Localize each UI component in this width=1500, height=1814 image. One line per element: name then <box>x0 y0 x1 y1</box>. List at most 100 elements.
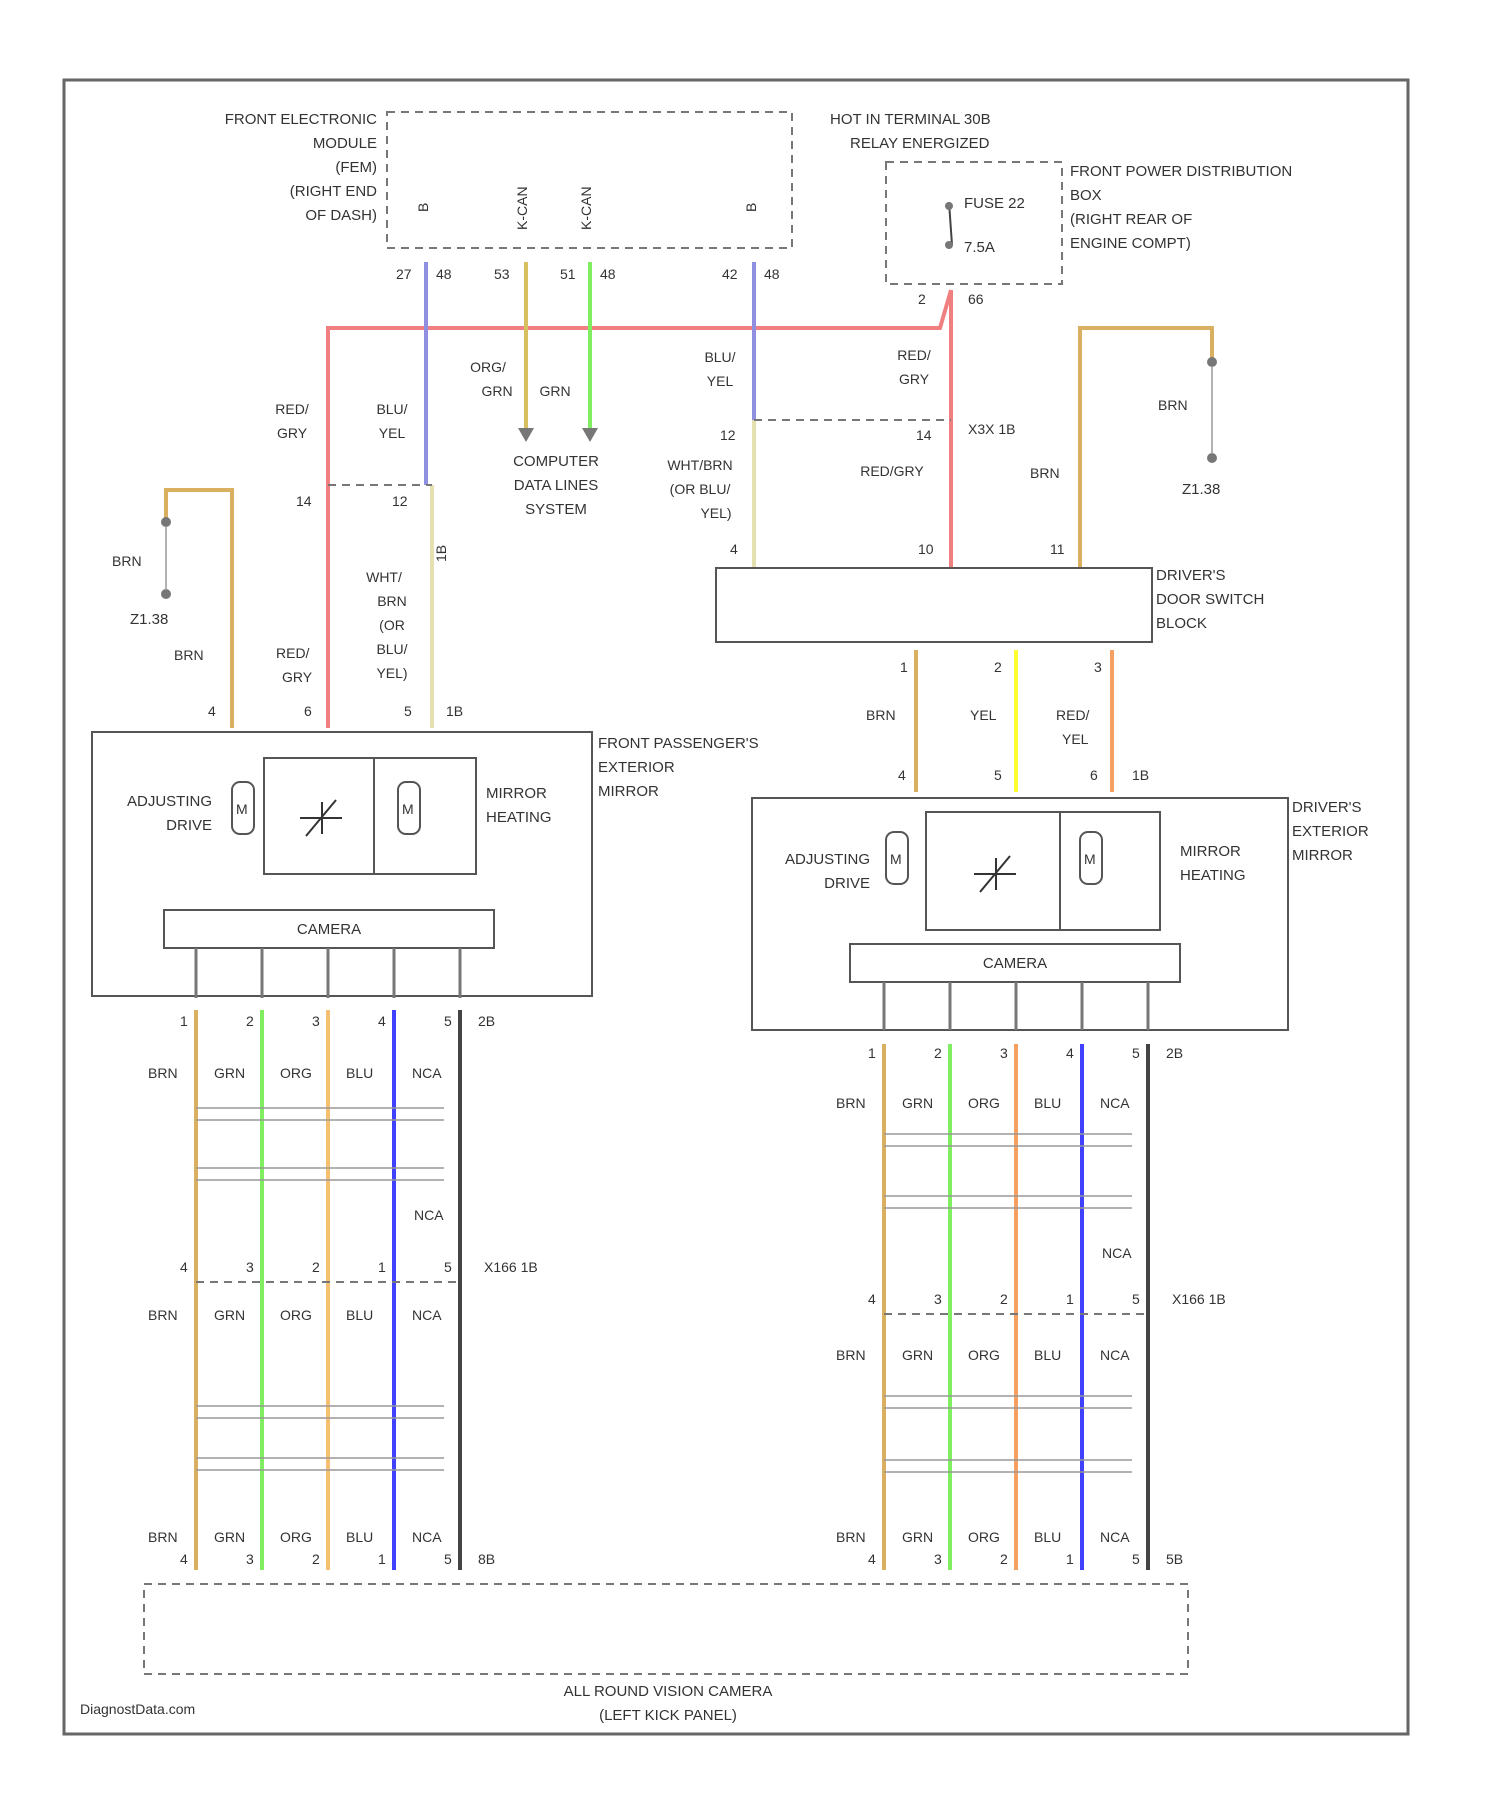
all-round-label-2: (LEFT KICK PANEL) <box>599 1707 737 1724</box>
pass-camera-wires <box>196 1010 460 1570</box>
door-out-1: 1 <box>900 659 908 675</box>
pass-mirror-label-1: FRONT PASSENGER'S <box>598 735 759 752</box>
fuse-pin-66: 66 <box>968 291 984 307</box>
drv-mirror-label-2: EXTERIOR <box>1292 823 1369 840</box>
fem-pin-42: 42 <box>722 266 738 282</box>
right-cam-pin-3: 3 <box>1000 1045 1008 1061</box>
left-bottom-pin-3: 1 <box>378 1551 386 1567</box>
fuse-label: FUSE 22 <box>964 195 1025 212</box>
pass-mirror-label-2: EXTERIOR <box>598 759 675 776</box>
lbl-wht-brn-r1: WHT/BRN <box>667 457 732 473</box>
all-round-camera-box <box>144 1584 1188 1674</box>
left-bottom-pin-2: 2 <box>312 1551 320 1567</box>
pass-mirror-label-3: MIRROR <box>598 783 659 800</box>
right-wire-label-0-brn: BRN <box>836 1095 866 1111</box>
pass-in-4: 4 <box>208 703 216 719</box>
left-conn-pin-1: 3 <box>246 1259 254 1275</box>
lbl-wht-pass-1: WHT/ <box>366 569 402 585</box>
lbl-wht-pass-5: YEL) <box>376 665 407 681</box>
computer-data-3: SYSTEM <box>525 501 587 518</box>
ground-dot-left-b <box>161 589 171 599</box>
left-bottom-pin-0: 4 <box>180 1551 188 1567</box>
lbl-red-gry-r2: GRY <box>899 371 930 387</box>
pass-in-1b: 1B <box>446 703 463 719</box>
left-wire-label-2-nca: NCA <box>412 1529 442 1545</box>
right-cam-pin-2b: 2B <box>1166 1045 1183 1061</box>
power-box <box>886 162 1062 284</box>
lbl-blu-yel-r2: YEL <box>707 373 734 389</box>
right-wire-label-0-blu: BLU <box>1034 1095 1061 1111</box>
lbl-blu-yel-l1: BLU/ <box>376 401 407 417</box>
fem-pin-48c: 48 <box>764 266 780 282</box>
door-switch-label-1: DRIVER'S <box>1156 567 1226 584</box>
lbl-door-brn: BRN <box>866 707 896 723</box>
right-cam-pin-4: 4 <box>1066 1045 1074 1061</box>
fem-pin-48a: 48 <box>436 266 452 282</box>
drv-heat-m: M <box>1084 851 1096 867</box>
right-wire-label-2-grn: GRN <box>902 1529 933 1545</box>
lbl-door-red-yel-2: YEL <box>1062 731 1089 747</box>
left-wire-label-0-brn: BRN <box>148 1065 178 1081</box>
left-wire-label-0-org: ORG <box>280 1065 312 1081</box>
mid-left-1b: 1B <box>433 545 449 562</box>
drv-in-4: 4 <box>898 767 906 783</box>
right-bottom-pin-3: 1 <box>1066 1551 1074 1567</box>
shield-lines <box>196 1108 1132 1472</box>
drv-motor-m: M <box>890 851 902 867</box>
fuse-rating: 7.5A <box>964 239 995 256</box>
generated-labels: 123452BBRNGRNORGBLUNCABRNGRNORGBLUNCABRN… <box>148 1013 1226 1567</box>
left-bottom-pin-1: 3 <box>246 1551 254 1567</box>
fem-pin-48b: 48 <box>600 266 616 282</box>
fem-code-2: K-CAN <box>514 186 530 230</box>
door-in-11: 11 <box>1050 541 1065 557</box>
all-round-label-1: ALL ROUND VISION CAMERA <box>564 1683 773 1700</box>
drv-camera-wires <box>884 1044 1148 1570</box>
lbl-wht-pass-2: BRN <box>377 593 407 609</box>
left-cam-pin-4: 4 <box>378 1013 386 1029</box>
lbl-blu-yel-r1: BLU/ <box>704 349 735 365</box>
right-wire-label-1-grn: GRN <box>902 1347 933 1363</box>
lbl-grn: GRN <box>539 383 570 399</box>
right-bottom-id: 5B <box>1166 1551 1183 1567</box>
drv-adjusting-2: DRIVE <box>824 875 870 892</box>
hot-note-2: RELAY ENERGIZED <box>850 135 990 152</box>
pass-motor-m: M <box>236 801 248 817</box>
lbl-red-gry-r1: RED/ <box>897 347 931 363</box>
data-arrow-1 <box>518 428 534 442</box>
lbl-brn-ground-l2: BRN <box>174 647 204 663</box>
fem-pin-51: 51 <box>560 266 576 282</box>
fem-pin-53: 53 <box>494 266 510 282</box>
right-wire-label-2-blu: BLU <box>1034 1529 1061 1545</box>
fuse-terminal-bottom <box>945 241 953 249</box>
lbl-door-yel: YEL <box>970 707 997 723</box>
fem-label-2: MODULE <box>313 135 377 152</box>
computer-data-2: DATA LINES <box>514 477 598 494</box>
lbl-brn-ground-l1: BRN <box>112 553 142 569</box>
lbl-wht-brn-r3: YEL) <box>700 505 731 521</box>
pass-in-5: 5 <box>404 703 412 719</box>
pass-adjusting-2: DRIVE <box>166 817 212 834</box>
wire-red-gry-main <box>328 290 951 728</box>
lbl-red-gry-l2: GRY <box>277 425 308 441</box>
fuse-terminal-top <box>945 202 953 210</box>
left-cam-pin-2: 2 <box>246 1013 254 1029</box>
left-cam-pin-1: 1 <box>180 1013 188 1029</box>
left-wire-label-0-nca: NCA <box>412 1065 442 1081</box>
left-wire-label-1-org: ORG <box>280 1307 312 1323</box>
right-wire-label-1-nca: NCA <box>1100 1347 1130 1363</box>
left-wire-label-2-blu: BLU <box>346 1529 373 1545</box>
ground-label-left: Z1.38 <box>130 611 168 628</box>
right-bottom-pin-2: 2 <box>1000 1551 1008 1567</box>
drv-mirror-label-3: MIRROR <box>1292 847 1353 864</box>
door-out-3: 3 <box>1094 659 1102 675</box>
power-box-label-3: (RIGHT REAR OF <box>1070 211 1192 228</box>
left-conn-pin-0: 4 <box>180 1259 188 1275</box>
left-wire-label-2-brn: BRN <box>148 1529 178 1545</box>
splice-r-12: 12 <box>720 427 736 443</box>
fem-code-1: B <box>415 203 431 212</box>
drv-mirror-label-1: DRIVER'S <box>1292 799 1362 816</box>
left-wire-label-1-grn: GRN <box>214 1307 245 1323</box>
door-in-10: 10 <box>918 541 934 557</box>
computer-data-1: COMPUTER <box>513 453 599 470</box>
wire-brn-door-ground <box>1080 328 1212 568</box>
